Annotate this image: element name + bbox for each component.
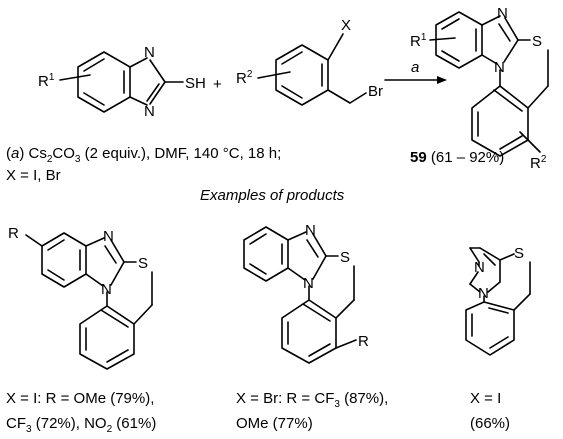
example-1-caption-line1: X = I: R = OMe (79%), [6, 390, 154, 407]
product-r2: R2 [530, 154, 547, 172]
ex3-atom-n-bridge: N [478, 285, 489, 302]
sh-group: SH [185, 75, 206, 92]
r2-substituent: R2 [236, 69, 253, 87]
reaction-arrow: a [384, 59, 447, 84]
product-yield-label: 59 (61 – 92%) [410, 149, 504, 166]
product-r1: R1 [410, 32, 427, 50]
r1-substituent: R1 [38, 72, 55, 90]
atom-n-top: N [144, 44, 155, 61]
arrow-label: a [411, 59, 419, 76]
product-atom-s: S [532, 33, 542, 50]
reaction-conditions: (a) Cs2CO3 (2 equiv.), DMF, 140 °C, 18 h… [6, 145, 281, 165]
ex3-atom-s: S [514, 245, 524, 262]
ex2-atom-n: N [305, 222, 316, 239]
reactant-halobenzyl-bromide: X Br R2 [236, 17, 383, 106]
example-3-caption-line2: (66%) [470, 415, 510, 432]
x-halogen: X [341, 17, 351, 34]
ex2-atom-s: S [340, 249, 350, 266]
ex2-atom-n-bridge: N [303, 275, 314, 292]
example-1-caption-line2: CF3 (72%), NO2 (61%) [6, 415, 156, 435]
examples-heading: Examples of products [200, 187, 345, 204]
ex1-atom-n: N [103, 228, 114, 245]
product-atom-n-bridge: N [494, 59, 505, 76]
example-2-structure: N N S R [243, 222, 369, 364]
br-atom: Br [368, 83, 383, 100]
atom-n-bottom: N [144, 103, 155, 120]
product-atom-n: N [497, 5, 508, 22]
reaction-conditions-halogen: X = I, Br [6, 167, 61, 184]
ex1-r-substituent: R [8, 225, 19, 242]
ex1-atom-n-bridge: N [101, 281, 112, 298]
example-3-caption-line1: X = I [470, 390, 501, 407]
product-59-structure: N N S R1 R2 [410, 5, 549, 172]
plus-sign: + [213, 76, 222, 93]
ex1-atom-s: S [138, 255, 148, 272]
example-1-structure: N N S R [8, 225, 153, 370]
example-3-structure: N N S [465, 245, 531, 356]
example-2-caption-line2: OMe (77%) [236, 415, 313, 432]
example-2-caption-line1: X = Br: R = CF3 (87%), [236, 390, 388, 410]
ex3-atom-n: N [474, 259, 485, 276]
reactant-benzimidazole-thiol: N N SH R1 [38, 44, 206, 120]
ex2-r-substituent: R [358, 333, 369, 350]
